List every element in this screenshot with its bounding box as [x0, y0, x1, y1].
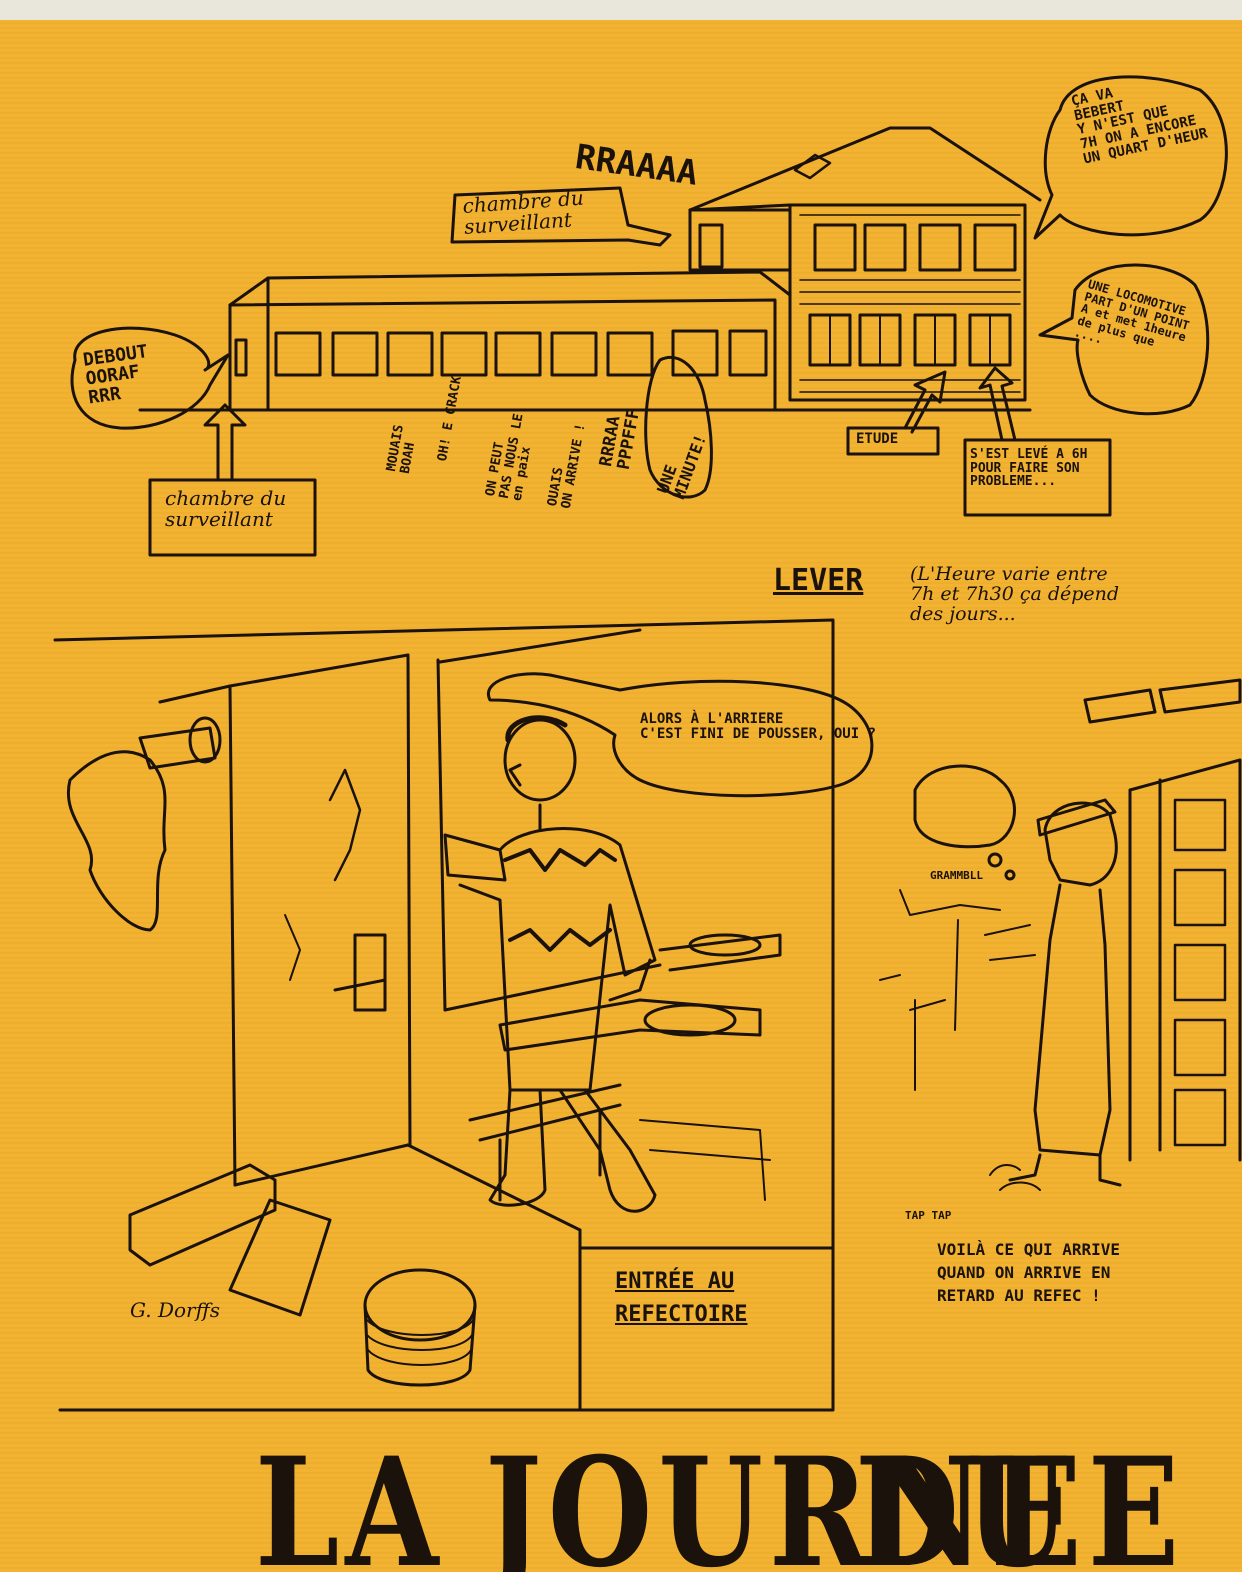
tap-text: TAP TAP [905, 1209, 952, 1222]
title-word-la: LA [255, 1425, 445, 1572]
lever-note: (L'Heure varie entre 7h et 7h30 ça dépen… [910, 563, 1120, 625]
page-title: LA JOURNEE DU [255, 1425, 1179, 1572]
title-word-journee: JOURNEE [485, 1425, 1186, 1572]
title-word-du: DU [855, 1425, 1076, 1572]
speech-bubbles [70, 75, 1228, 798]
refectory-caption: ENTRÉE AU REFECTOIRE [615, 1269, 748, 1327]
left-speech-bubble: DEBOUT OORAF RRR [81, 340, 150, 409]
refectory-speech-bubble: ALORS À L'ARRIERE C'EST FINI DE POUSSER,… [640, 711, 877, 742]
school-building-drawing [138, 126, 1042, 412]
callout-boxes [148, 186, 1112, 557]
early-riser-label: S'EST LEVÉ A 6H POUR FAIRE SON PROBLEME.… [970, 447, 1088, 490]
lever-heading: LEVER [773, 563, 864, 598]
lower-room-label: chambre du surveillant [165, 486, 287, 531]
late-arrival-caption: VOILÀ CE QUI ARRIVE QUAND ON ARRIVE EN R… [937, 1240, 1121, 1306]
refectory-drawing [53, 618, 835, 1412]
artist-signature: G. Dorffs [130, 1298, 221, 1322]
late-arrival-drawing [879, 678, 1242, 1191]
upper-room-label: chambre du surveillant [461, 185, 585, 239]
grumble-text: GRAMMBLL [930, 869, 983, 882]
etude-label: ETUDE [856, 431, 899, 447]
